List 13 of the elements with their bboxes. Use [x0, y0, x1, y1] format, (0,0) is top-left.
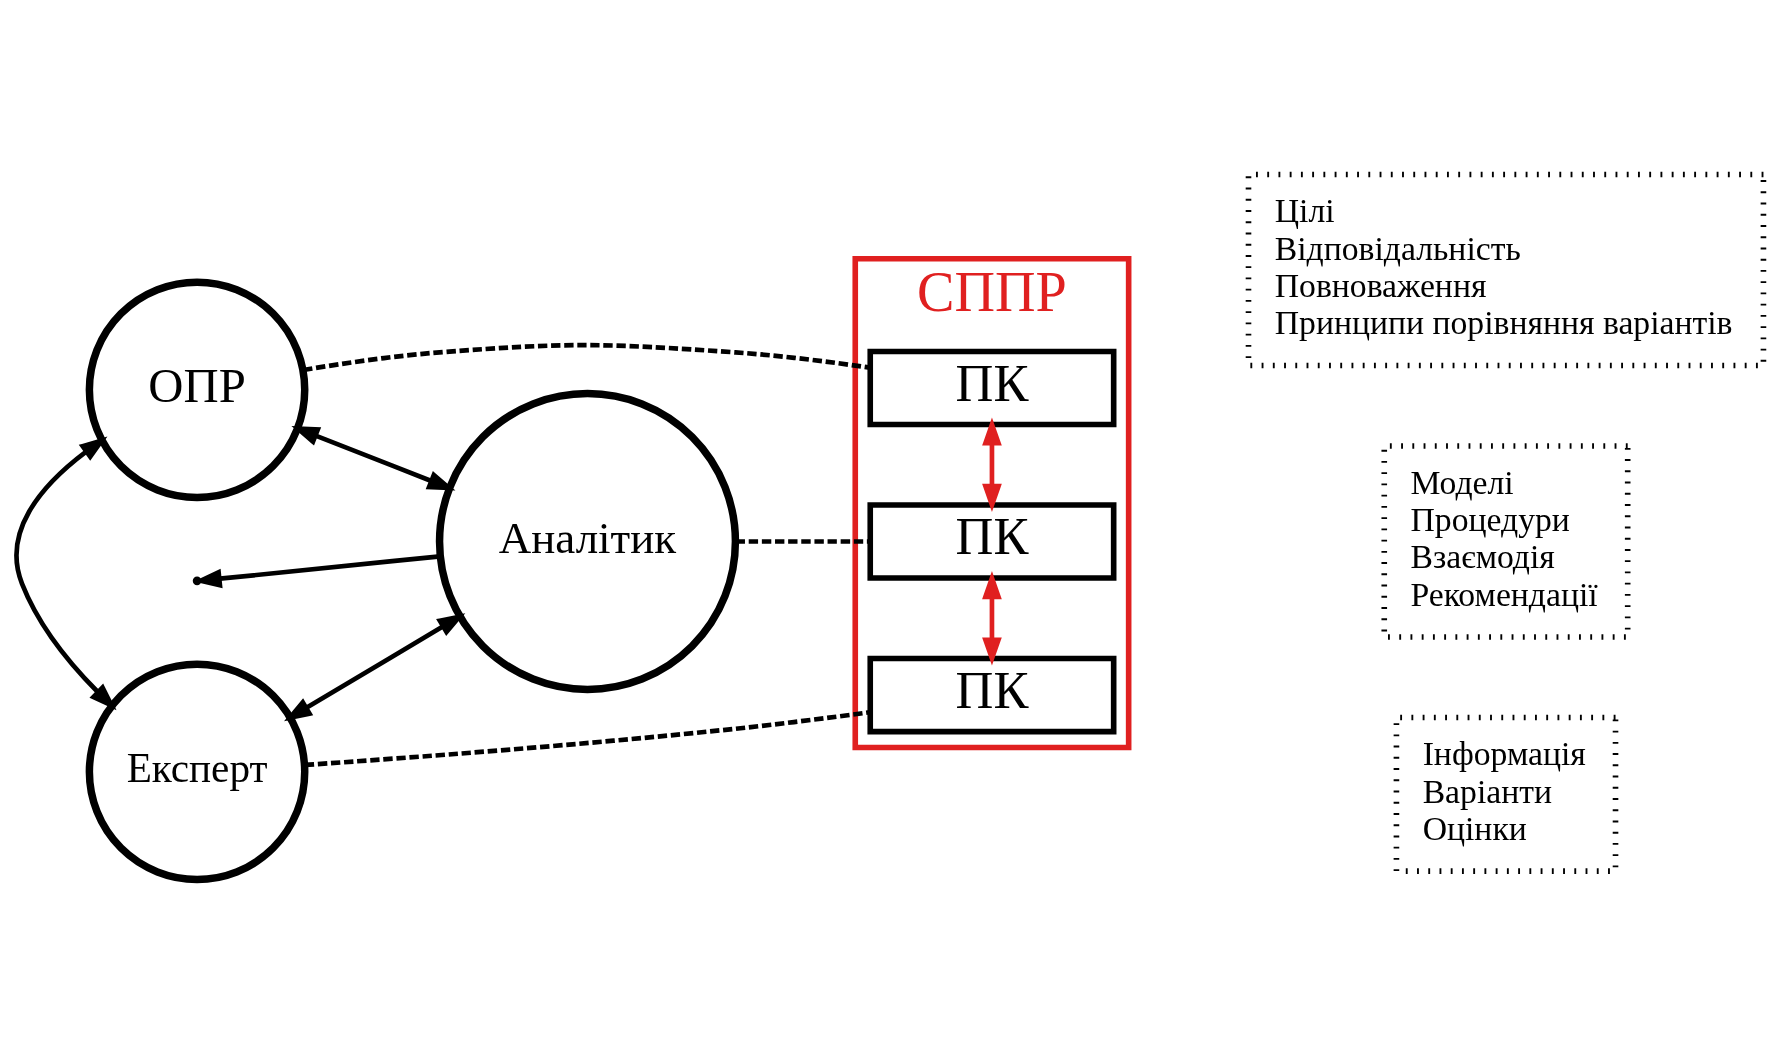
node-box: ПК — [867, 655, 1117, 734]
arrow — [283, 612, 466, 721]
node-box: Цілі Відповідальність Повноваження Принципи порівняння варіантів — [1245, 171, 1767, 368]
node-circle: Експерт — [85, 659, 309, 883]
arrow — [982, 570, 1002, 666]
arrow — [982, 416, 1002, 512]
arrow — [291, 425, 456, 490]
node-box: ПК — [867, 348, 1117, 427]
node-box: ПК — [867, 501, 1117, 581]
arrow — [14, 436, 117, 710]
node-box: Інформація Варіанти Оцінки — [1393, 714, 1619, 874]
node-box: Моделі Процедури Взаємодія Рекомендації — [1381, 442, 1631, 640]
node-circle: ОПР — [85, 277, 309, 501]
